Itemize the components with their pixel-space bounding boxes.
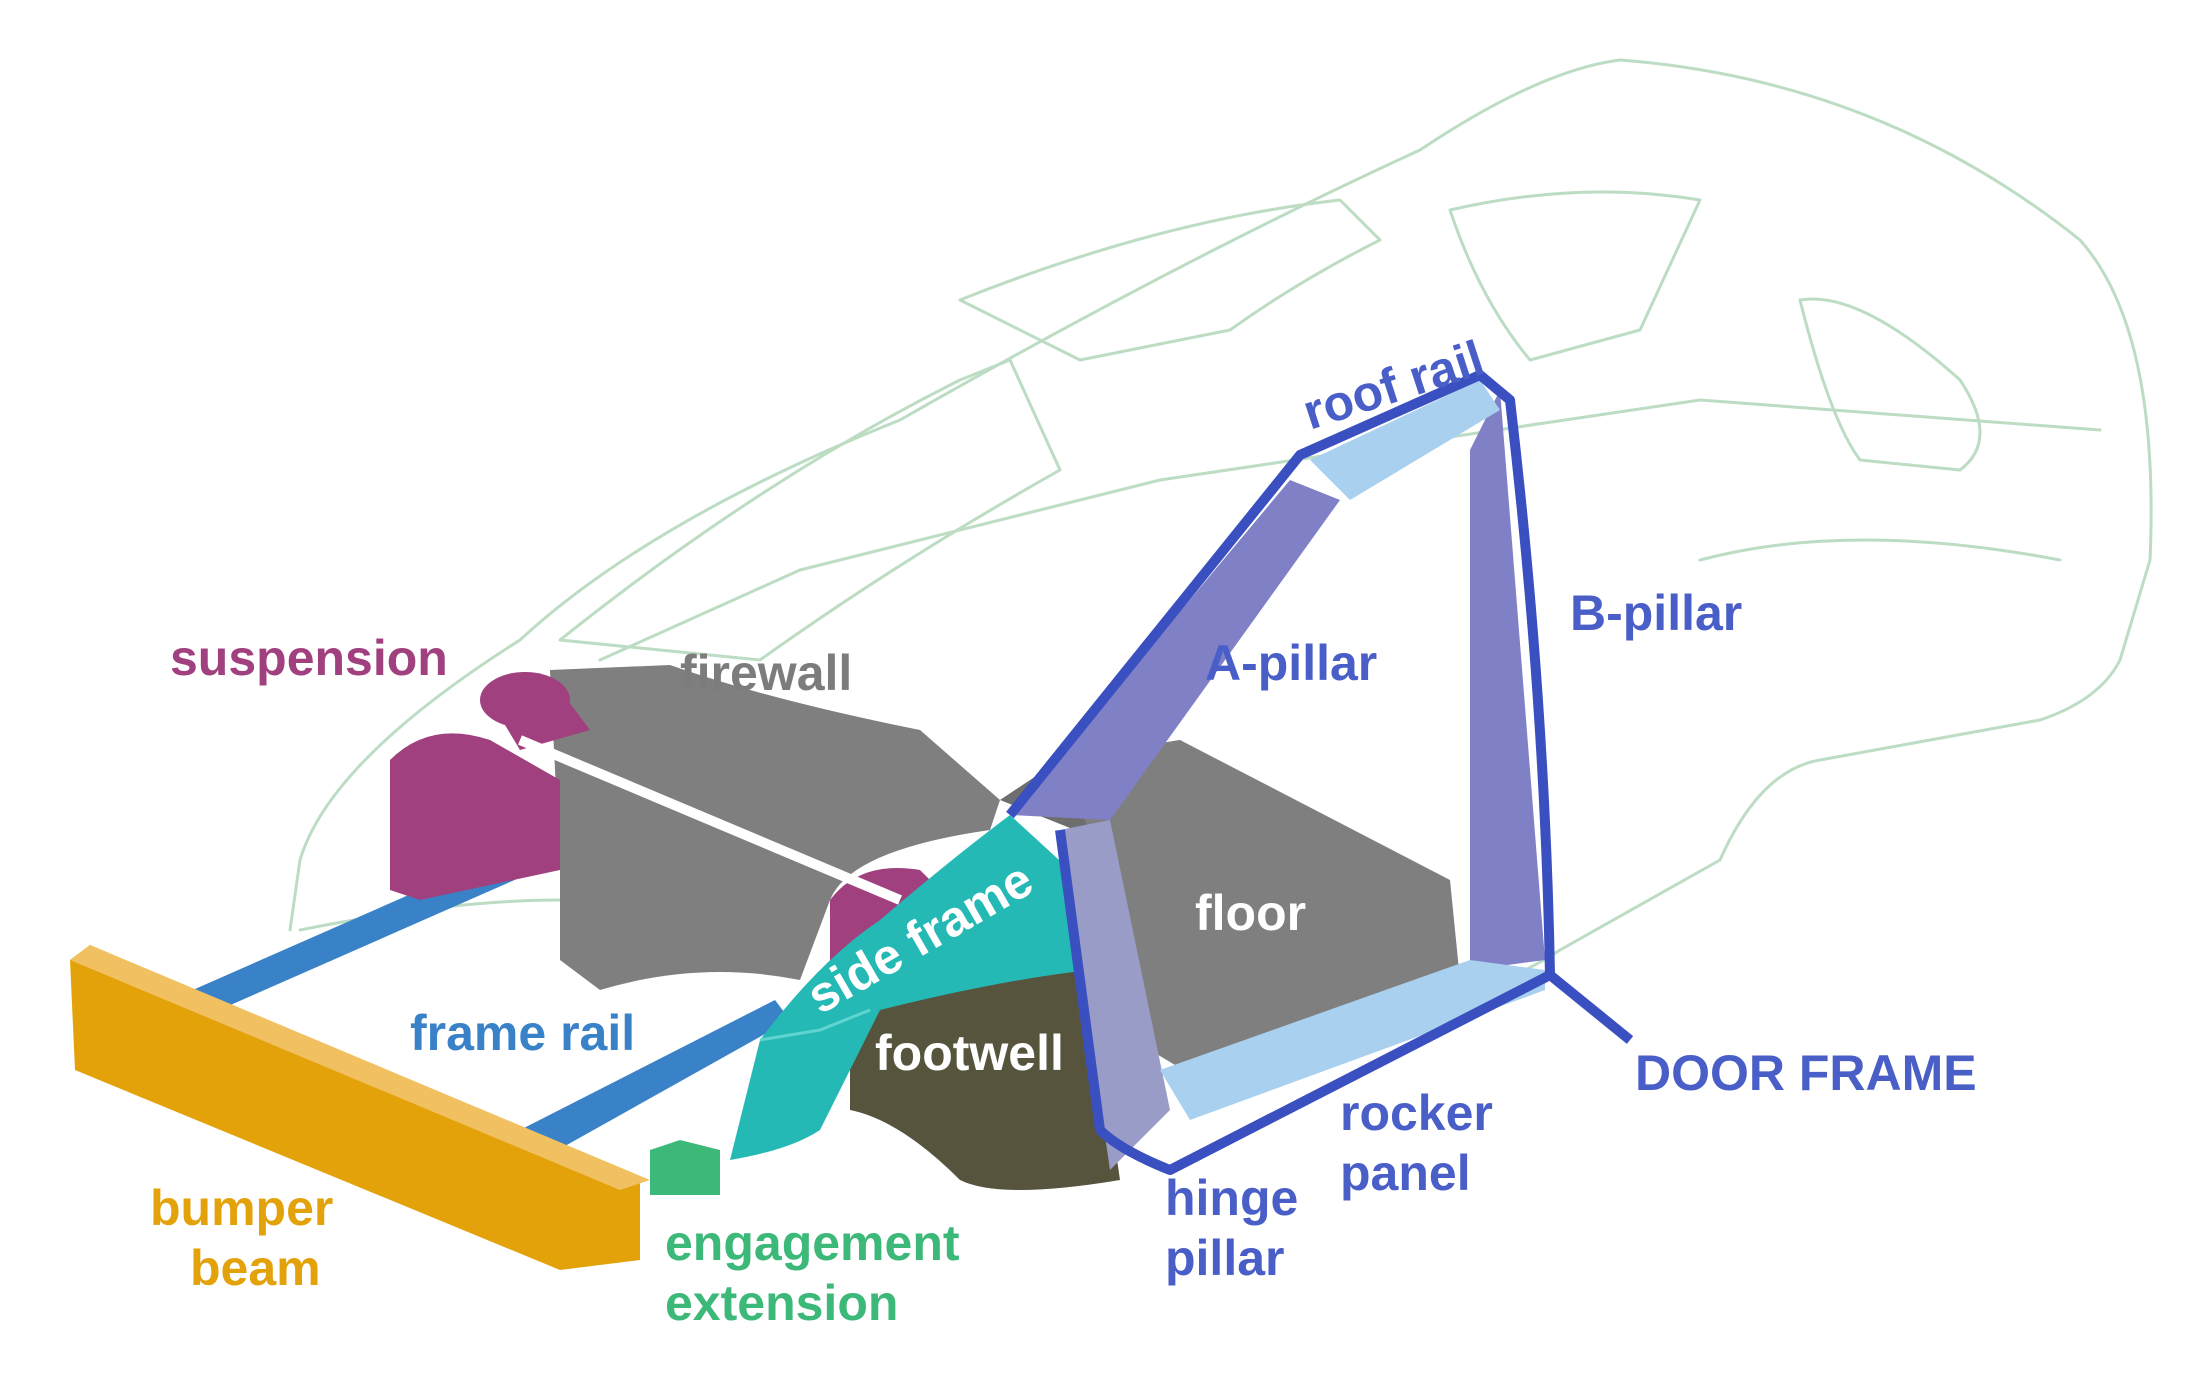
suspension-left-tower [390,733,560,900]
side-frame-part [730,815,1090,1160]
car-body-outline [288,58,2153,1032]
label-b-pillar: B-pillar [1570,585,1742,641]
rocker-panel-shape [1160,960,1545,1120]
firewall-shape [550,665,1000,990]
label-frame-rail: frame rail [410,1005,635,1061]
roof-rail-shape [1310,380,1500,500]
label-rocker-line1: rocker [1340,1085,1493,1141]
rear-body-line [1698,538,2062,562]
label-a-pillar: A-pillar [1205,635,1377,691]
label-engagement-line1: engagement [665,1215,960,1271]
label-bumper-line2: beam [190,1240,321,1296]
label-footwell: footwell [875,1025,1064,1081]
hinge-pillar-shape [1060,820,1170,1170]
bumper-beam-part [70,945,650,1270]
suspension-strut [490,690,590,750]
side-frame-edge [759,1008,871,1042]
label-engagement-line2: extension [665,1275,898,1331]
bumper-beam-top [70,945,650,1190]
label-hinge-line1: hinge [1165,1170,1298,1226]
car-silhouette [288,58,2153,1032]
label-rocker-line2: panel [1340,1145,1471,1201]
frame-rail-lower [520,1000,790,1160]
a-pillar-shape [1010,480,1340,820]
label-door-frame: DOOR FRAME [1635,1045,1977,1101]
body-line [598,398,2102,662]
floor-part [1060,740,1460,1080]
b-pillar-shape [1470,390,1545,970]
bumper-beam-front [70,945,640,1270]
label-suspension: suspension [170,630,448,686]
front-window-outline [958,198,1382,362]
door-frame-border [1006,370,1634,1175]
rear-quarter-outline [1798,297,1982,472]
door-frame-part [1006,370,1634,1175]
engagement-extension-part [650,1140,720,1195]
suspension-crossbar [518,735,902,905]
label-bumper-line1: bumper [150,1180,333,1236]
label-hinge-line2: pillar [1165,1230,1284,1286]
windshield-outline [558,358,1062,662]
rear-window-outline [1448,190,1702,362]
footwell-part [850,960,1120,1190]
label-firewall: firewall [680,645,852,701]
label-floor: floor [1195,885,1306,941]
